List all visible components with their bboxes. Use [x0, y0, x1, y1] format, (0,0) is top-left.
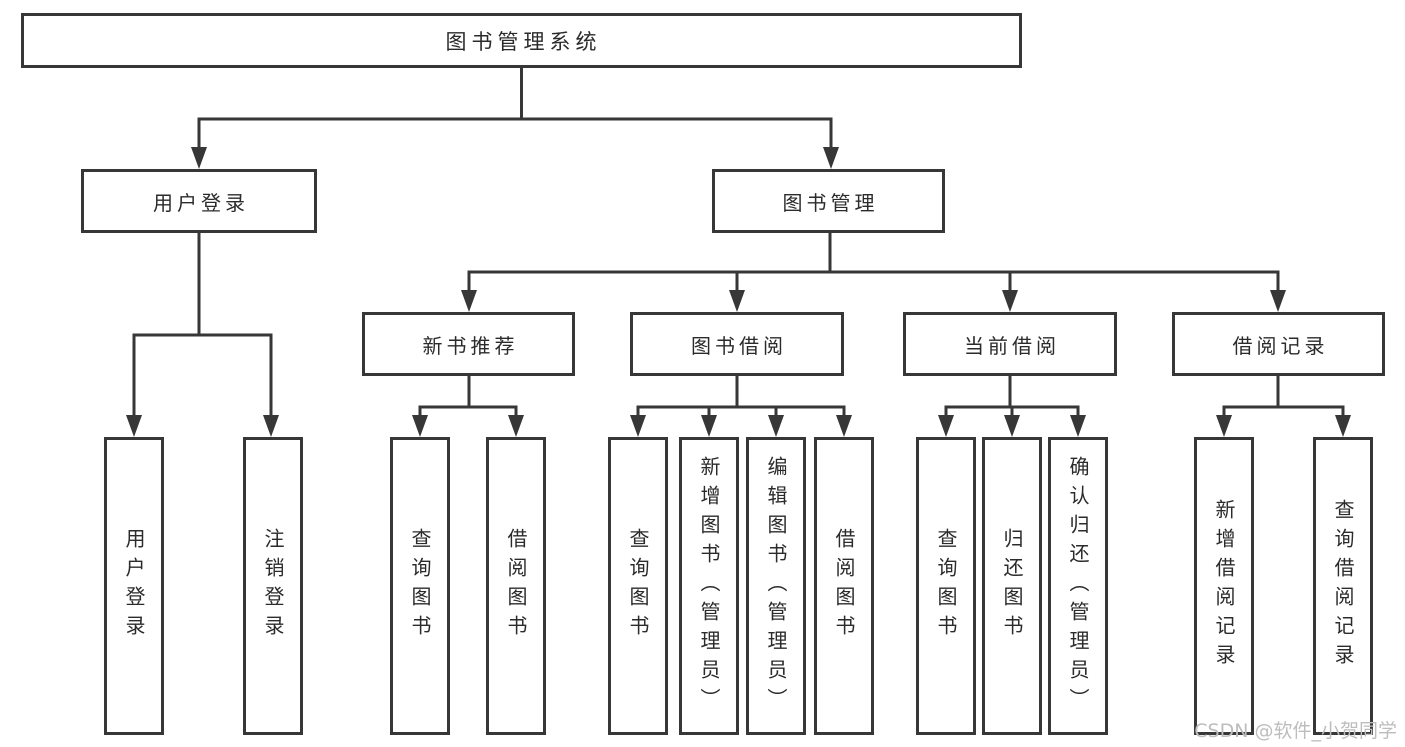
- node-cb-confirm-return: 确认归还（管理员）: [1048, 437, 1108, 735]
- node-label: 用户登录: [122, 528, 146, 644]
- node-label: 借阅图书: [832, 528, 856, 644]
- node-logout: 注销登录: [243, 437, 303, 735]
- node-label: 注销登录: [261, 528, 285, 644]
- node-borrow-records: 借阅记录: [1172, 312, 1385, 376]
- node-label: 图书管理系统: [445, 29, 602, 54]
- arrowhead-icons: [126, 147, 1351, 437]
- node-bb-borrow-books: 借阅图书: [814, 437, 874, 735]
- node-label: 查询图书: [408, 528, 432, 644]
- node-label: 查询图书: [934, 528, 958, 644]
- node-library-system: 图书管理系统: [21, 13, 1022, 68]
- node-label: 查询借阅记录: [1331, 499, 1355, 673]
- node-label: 用户登录: [153, 190, 249, 215]
- watermark: CSDN @软件_小贺同学: [1194, 720, 1397, 742]
- node-label: 确认归还（管理员）: [1066, 455, 1090, 717]
- node-label: 归还图书: [1000, 528, 1024, 644]
- node-label: 当前借阅: [964, 333, 1060, 358]
- node-label: 新增图书（管理员）: [697, 455, 721, 717]
- node-new-book-recommend: 新书推荐: [362, 312, 575, 376]
- node-label: 图书管理: [782, 190, 879, 215]
- node-cb-return-books: 归还图书: [982, 437, 1042, 735]
- node-user-login-action: 用户登录: [104, 437, 164, 735]
- node-bb-edit-books: 编辑图书（管理员）: [746, 437, 806, 735]
- node-label: 查询图书: [626, 528, 650, 644]
- node-label: 图书借阅: [691, 333, 787, 358]
- node-nb-borrow-books: 借阅图书: [486, 437, 546, 735]
- node-book-management: 图书管理: [712, 169, 945, 233]
- node-label: 新书推荐: [422, 333, 519, 358]
- node-nb-query-books: 查询图书: [390, 437, 450, 735]
- node-book-borrow: 图书借阅: [630, 312, 844, 376]
- node-bb-add-books: 新增图书（管理员）: [679, 437, 739, 735]
- node-current-borrow: 当前借阅: [903, 312, 1117, 376]
- node-label: 借阅图书: [504, 528, 528, 644]
- node-cb-query-books: 查询图书: [916, 437, 976, 735]
- node-br-query-record: 查询借阅记录: [1313, 437, 1373, 735]
- node-user-login: 用户登录: [81, 169, 317, 233]
- node-label: 编辑图书（管理员）: [764, 455, 788, 717]
- node-label: 借阅记录: [1232, 333, 1329, 358]
- node-br-add-record: 新增借阅记录: [1194, 437, 1254, 735]
- node-label: 新增借阅记录: [1212, 499, 1236, 673]
- node-bb-query-books: 查询图书: [608, 437, 668, 735]
